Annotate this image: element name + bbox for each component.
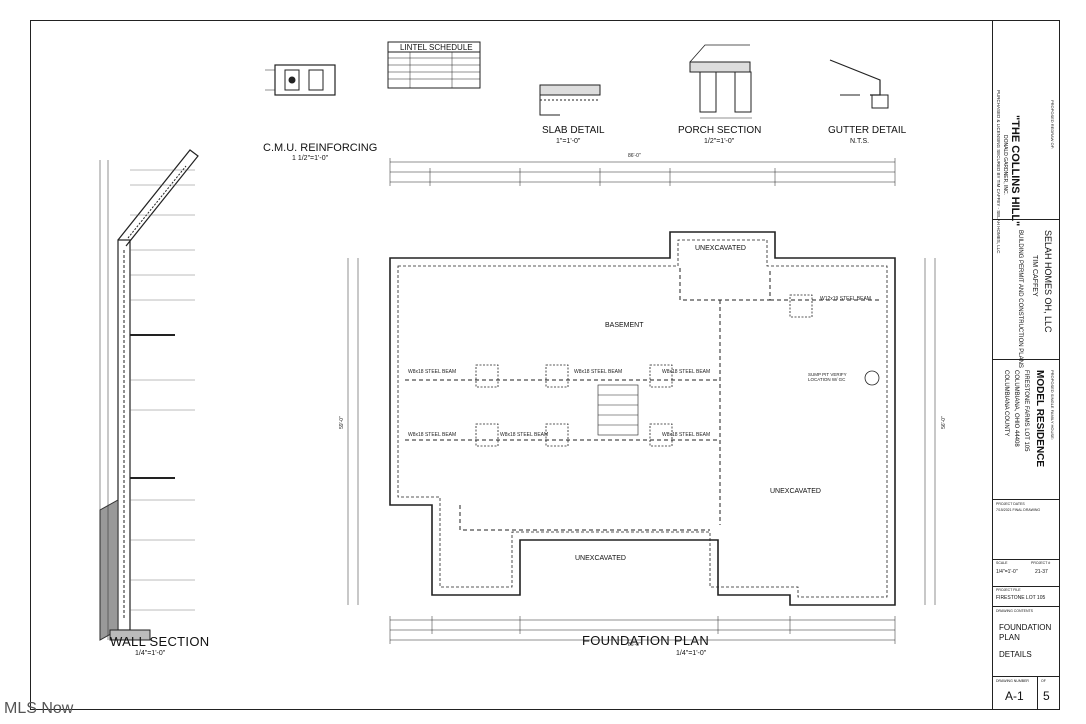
overall-dimension-left: 59'-0" xyxy=(338,416,345,429)
slab-detail-title: SLAB DETAIL xyxy=(542,125,605,136)
lintel-title: LINTEL SCHEDULE xyxy=(400,43,473,52)
title-block-model: PROPOSED SINGLE FAMILY HOUSE: MODEL RESI… xyxy=(993,360,1059,500)
title-block-contents: DRAWING CONTENTS FOUNDATION PLAN DETAILS xyxy=(993,607,1059,677)
cmu-title: C.M.U. REINFORCING xyxy=(263,142,378,154)
porch-section-drawing xyxy=(689,44,752,119)
porch-section-title: PORCH SECTION xyxy=(678,125,762,136)
beam-label: W8x18 STEEL BEAM xyxy=(574,369,623,375)
title-block-company: SELAH HOMES OH, LLC TIM CAFFEY BUILDING … xyxy=(993,220,1059,368)
model-name: MODEL RESIDENCE xyxy=(1034,370,1045,468)
plan-type: BUILDING PERMIT AND CONSTRUCTION PLANS xyxy=(1017,230,1023,368)
slab-detail-scale: 1"=1'-0" xyxy=(556,138,581,145)
beam-label: W8x18 STEEL BEAM xyxy=(500,432,549,438)
gutter-detail-scale: N.T.S. xyxy=(850,138,870,145)
overall-dimension-top: 86'-0" xyxy=(628,153,641,159)
drawing-contents-line: DETAILS xyxy=(999,650,1032,659)
sump-pit-note: SUMP PIT VERIFY LOCATION W/ GC xyxy=(808,372,847,382)
title-block-dates: PROJECT DATES 7/15/2021 FINAL DRAWING xyxy=(993,500,1059,560)
location-line-1: FIRESTONE FARMS LOT 105 xyxy=(1023,370,1029,452)
location-line-3: COLUMBIANA COUNTY xyxy=(1003,370,1009,437)
project-dates-label: PROJECT DATES xyxy=(996,502,1025,506)
mls-watermark: MLS Now xyxy=(4,700,74,717)
project-date: 7/15/2021 FINAL DRAWING xyxy=(996,508,1041,512)
gutter-detail-drawing xyxy=(829,59,889,109)
scale-value: 1/4"=1'-0" xyxy=(996,569,1018,575)
location-line-2: COLUMBIANA, OHIO 44408 xyxy=(1013,370,1019,447)
company-name: SELAH HOMES OH, LLC xyxy=(1043,230,1053,333)
beam-label: W8x18 STEEL BEAM xyxy=(408,369,457,375)
gutter-detail-title: GUTTER DETAIL xyxy=(828,125,907,136)
foundation-plan-title: FOUNDATION PLAN xyxy=(582,633,710,648)
of-label: OF xyxy=(1041,679,1046,683)
project-name: "THE COLLINS HILL" xyxy=(1009,115,1021,227)
room-label-unexcavated: UNEXCAVATED xyxy=(770,488,821,495)
scale-label: SCALE xyxy=(996,561,1008,565)
drawing-number: A-1 xyxy=(1005,689,1024,703)
project-file: FIRESTONE LOT 105 xyxy=(996,595,1046,601)
foundation-plan-drawing xyxy=(389,231,896,606)
project-number: 21-37 xyxy=(1035,569,1048,575)
overall-dimension-right: 56'-0" xyxy=(940,416,947,429)
room-label-unexcavated: UNEXCAVATED xyxy=(695,245,746,252)
wall-section-drawing xyxy=(99,149,199,641)
beam-label: W8x18 STEEL BEAM xyxy=(662,432,711,438)
porch-section-scale: 1/2"=1'-0" xyxy=(704,138,735,145)
drawing-contents-label: DRAWING CONTENTS xyxy=(996,609,1034,613)
drawing-contents-line: PLAN xyxy=(999,633,1020,642)
beam-label: W8x18 STEEL BEAM xyxy=(662,369,711,375)
beam-label: W12x19 STEEL BEAM xyxy=(820,296,871,302)
wall-section-title: WALL SECTION xyxy=(110,634,210,649)
beam-label: W8x18 STEEL BEAM xyxy=(408,432,457,438)
designer-name: DONALD GARDNER, INC. xyxy=(1002,135,1008,196)
overall-dimension-bottom: 86'-0" xyxy=(628,642,641,648)
sheet-count: 5 xyxy=(1043,689,1050,703)
cmu-scale: 1 1/2"=1'-0" xyxy=(292,155,329,162)
room-label-basement: BASEMENT xyxy=(605,322,644,329)
project-number-label: PROJECT # xyxy=(1031,561,1051,565)
drawing-contents-line: FOUNDATION xyxy=(999,623,1052,632)
owner-name: TIM CAFFEY xyxy=(1031,255,1038,297)
drawing-number-label: DRAWING NUMBER xyxy=(996,679,1029,683)
drawing-number-divider xyxy=(1037,677,1038,710)
room-label-unexcavated: UNEXCAVATED xyxy=(575,555,626,562)
drawing-sheet-border xyxy=(30,20,1060,710)
proposed-redraw-label: PROPOSED REDRAW OF: xyxy=(1050,100,1055,150)
foundation-plan-scale: 1/4"=1'-0" xyxy=(676,650,707,657)
title-block-file: PROJECT FILE FIRESTONE LOT 105 xyxy=(993,587,1059,607)
wall-section-scale: 1/4"=1'-0" xyxy=(135,650,166,657)
title-block-project: PROPOSED REDRAW OF: "THE COLLINS HILL" D… xyxy=(993,20,1059,254)
slab-detail-drawing xyxy=(539,84,601,116)
cmu-detail-drawing xyxy=(265,64,336,96)
title-block-scale: SCALE 1/4"=1'-0" PROJECT # 21-37 xyxy=(993,560,1059,587)
project-file-label: PROJECT FILE xyxy=(996,588,1021,592)
proposed-house-label: PROPOSED SINGLE FAMILY HOUSE: xyxy=(1050,370,1055,440)
title-block-drawing-number: DRAWING NUMBER A-1 OF 5 xyxy=(993,677,1059,710)
title-block: PROPOSED REDRAW OF: "THE COLLINS HILL" D… xyxy=(992,20,1060,710)
